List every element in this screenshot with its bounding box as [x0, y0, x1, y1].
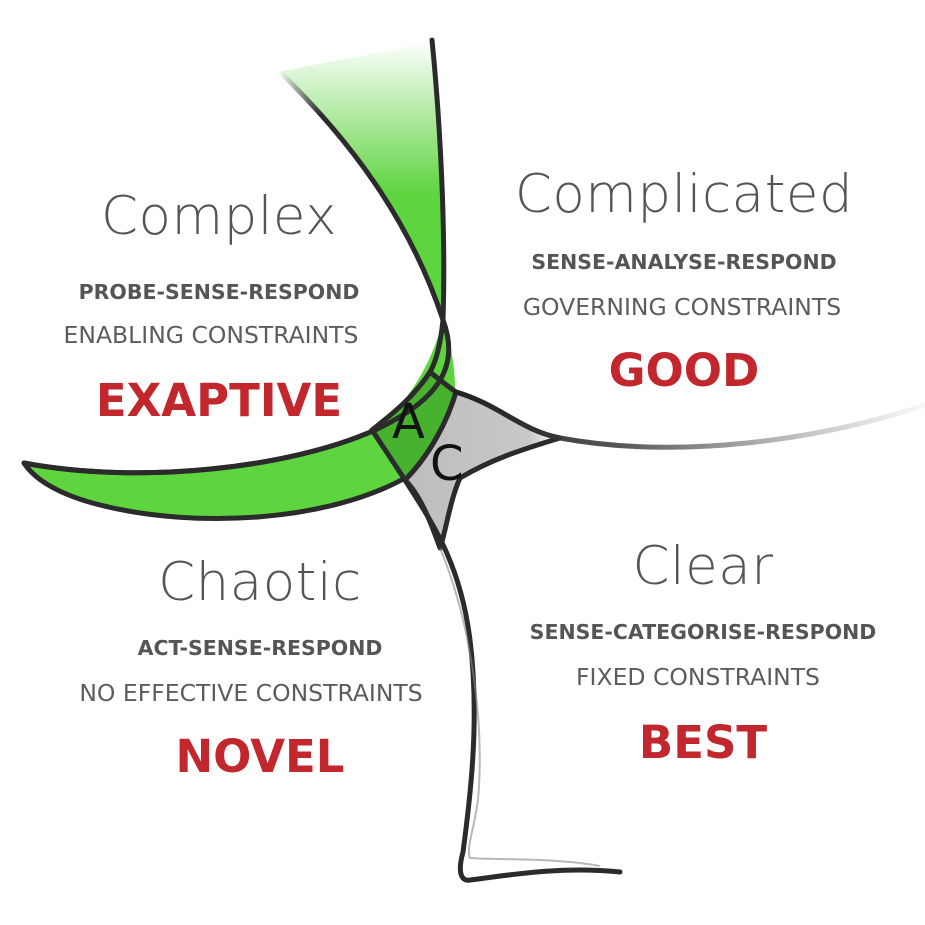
complex-practice: EXAPTIVE	[95, 374, 343, 427]
clear-title: Clear	[632, 536, 774, 597]
liminal-center-zone	[375, 320, 455, 430]
complicated-practice: GOOD	[608, 344, 760, 397]
complex-title: Complex	[101, 186, 337, 247]
clear-practice: BEST	[638, 716, 768, 769]
liminal-upper-zone	[280, 40, 443, 320]
boundary-complex-complicated	[427, 37, 447, 375]
chaotic-constraints: NO EFFECTIVE CONSTRAINTS	[79, 679, 423, 707]
boundary-complicated-clear	[453, 389, 925, 450]
complicated-constraints: GOVERNING CONSTRAINTS	[522, 293, 842, 321]
clear-method: SENSE-CATEGORISE-RESPOND	[529, 620, 877, 644]
boundary-chaotic-clear	[402, 477, 623, 883]
complicated-method: SENSE-ANALYSE-RESPOND	[531, 250, 837, 274]
complicated-title: Complicated	[514, 164, 854, 225]
chaotic-title: Chaotic	[158, 552, 362, 613]
confused-label: C	[430, 436, 464, 492]
boundary-chaotic-inner	[21, 427, 378, 476]
complex-constraints: ENABLING CONSTRAINTS	[63, 321, 359, 349]
boundary-fold-inner	[439, 547, 601, 867]
boundary-complex-left	[277, 69, 452, 433]
clear-constraints: FIXED CONSTRAINTS	[576, 663, 820, 691]
aporetic-label: A	[392, 394, 425, 450]
chaotic-method: ACT-SENSE-RESPOND	[137, 636, 383, 660]
complex-method: PROBE-SENSE-RESPOND	[78, 280, 360, 304]
chaotic-practice: NOVEL	[175, 730, 345, 783]
